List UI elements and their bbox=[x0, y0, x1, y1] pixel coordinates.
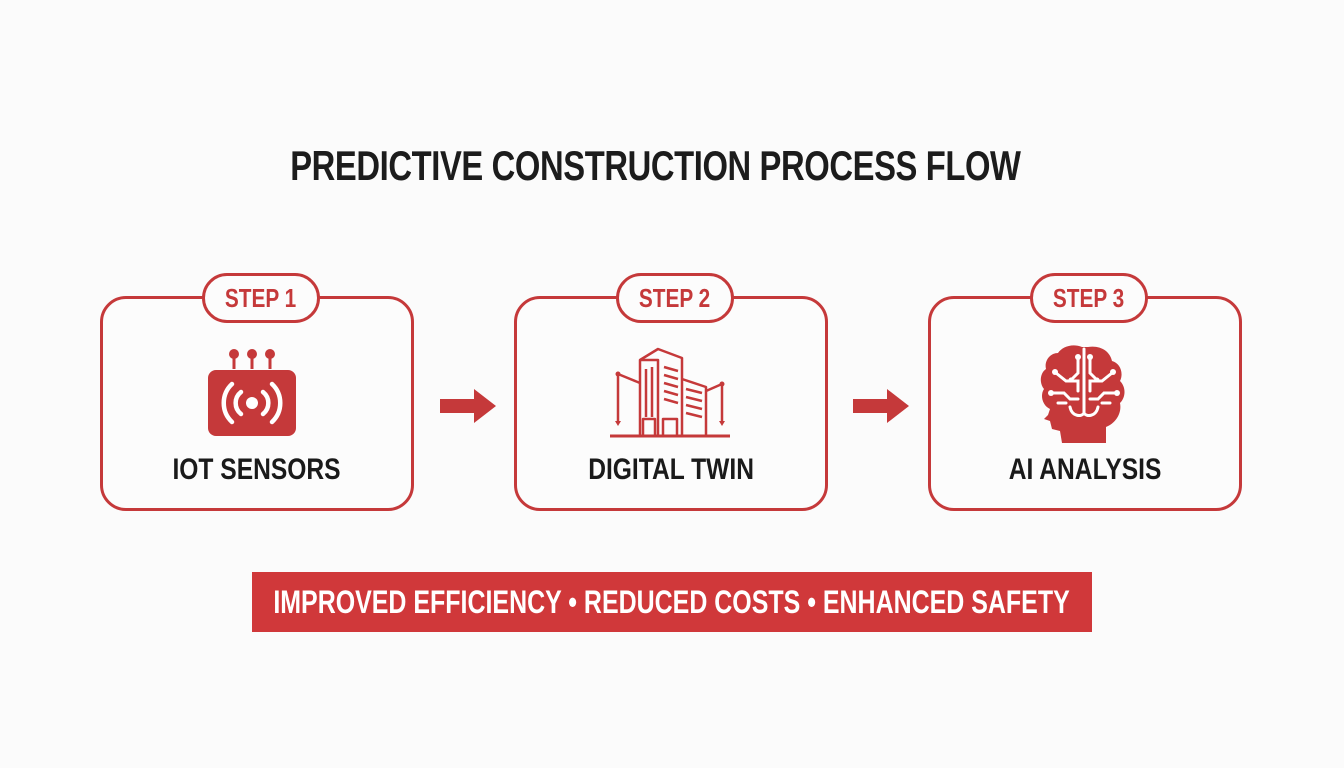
step-badge: STEP 3 bbox=[1030, 273, 1148, 323]
step-badge: STEP 2 bbox=[616, 273, 734, 323]
step-card-digital-twin: STEP 2 bbox=[514, 273, 828, 511]
brain-circuit-icon bbox=[1040, 345, 1125, 443]
step-label: AI ANALYSIS bbox=[1008, 453, 1162, 486]
iot-sensor-icon bbox=[208, 349, 296, 436]
arrow-right-icon bbox=[440, 389, 496, 423]
benefits-text: IMPROVED EFFICIENCY • REDUCED COSTS • EN… bbox=[273, 583, 1071, 620]
step-badge-label: STEP 1 bbox=[225, 282, 297, 313]
step-badge-label: STEP 2 bbox=[639, 282, 711, 313]
step-card-ai-analysis: STEP 3 AI ANALYSIS bbox=[928, 273, 1242, 511]
step-badge-label: STEP 3 bbox=[1053, 282, 1125, 313]
step-badge: STEP 1 bbox=[202, 273, 320, 323]
step-label: IOT SENSORS bbox=[172, 453, 342, 486]
benefits-banner: IMPROVED EFFICIENCY • REDUCED COSTS • EN… bbox=[252, 572, 1092, 632]
building-icon bbox=[610, 347, 730, 438]
arrow-right-icon bbox=[853, 389, 909, 423]
page-title: PREDICTIVE CONSTRUCTION PROCESS FLOW bbox=[290, 142, 1021, 189]
step-card-iot-sensors: STEP 1 IOT SENSORS bbox=[100, 273, 414, 511]
step-label: DIGITAL TWIN bbox=[588, 453, 754, 486]
